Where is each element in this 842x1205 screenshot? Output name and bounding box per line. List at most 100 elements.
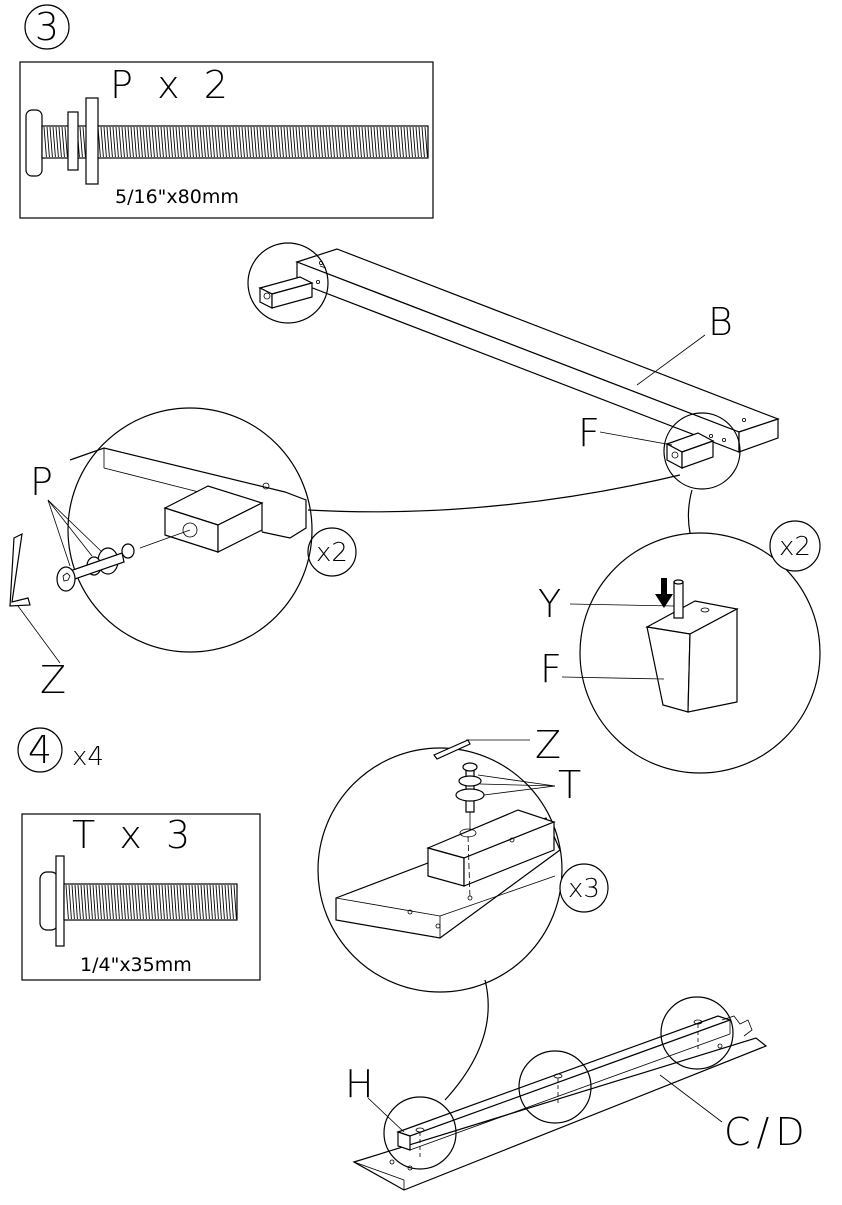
thread-line (226, 126, 230, 158)
thread-line (113, 884, 117, 920)
allen-key-z (9, 532, 61, 664)
thread-line (83, 884, 87, 920)
thread-line (421, 126, 425, 158)
label-t: T (558, 763, 581, 807)
thread-line (367, 126, 371, 158)
thread-line (412, 126, 416, 158)
thread-line (229, 126, 233, 158)
thread-line (214, 126, 218, 158)
thread-line (152, 884, 156, 920)
thread-line (188, 884, 192, 920)
thread-line (328, 126, 332, 158)
thread-line (49, 126, 53, 158)
thread-line (325, 126, 329, 158)
detail-bolt-insert: P Z x2 (9, 407, 681, 702)
thread-line (265, 126, 269, 158)
step-4-number: 4 (28, 728, 52, 772)
thread-line (133, 126, 137, 158)
thread-line (230, 884, 234, 920)
thread-line (112, 126, 116, 158)
thread-line (259, 126, 263, 158)
multiplier-detail-right: x2 (779, 532, 811, 562)
thread-line (301, 126, 305, 158)
thread-line (134, 884, 138, 920)
thread-line (92, 884, 96, 920)
thread-line (170, 884, 174, 920)
thread-line (205, 126, 209, 158)
thread-line (202, 126, 206, 158)
thread-line (116, 884, 120, 920)
thread-line (173, 884, 177, 920)
thread-line (274, 126, 278, 158)
thread-line (283, 126, 287, 158)
thread-line (175, 126, 179, 158)
thread-line (104, 884, 108, 920)
thread-line (89, 884, 93, 920)
thread-line (310, 126, 314, 158)
thread-line (190, 126, 194, 158)
thread-line (121, 126, 125, 158)
thread-line (197, 884, 201, 920)
thread-line (218, 884, 222, 920)
thread-line (160, 126, 164, 158)
thread-line (107, 884, 111, 920)
thread-line (122, 884, 126, 920)
thread-line (203, 884, 207, 920)
thread-line (424, 126, 428, 158)
thread-line (224, 884, 228, 920)
thread-line (346, 126, 350, 158)
label-h: H (345, 1062, 374, 1106)
label-z-step4: Z (535, 723, 561, 767)
part-t-spec: 1/4"x35mm (80, 954, 192, 976)
step-4-multiplier: x4 (72, 742, 104, 772)
thread-line (379, 126, 383, 158)
thread-line (61, 126, 65, 158)
thread-line (46, 126, 50, 158)
thread-line (217, 126, 221, 158)
thread-line (233, 884, 237, 920)
thread-line (215, 884, 219, 920)
thread-line (307, 126, 311, 158)
thread-line (185, 884, 189, 920)
part-t-box: T x 3 1/4"x35mm (21, 813, 261, 981)
thread-line (343, 126, 347, 158)
thread-line (110, 884, 114, 920)
thread-line (158, 884, 162, 920)
thread-line (235, 126, 239, 158)
thread-line (292, 126, 296, 158)
thread-line (199, 126, 203, 158)
thread-line (196, 126, 200, 158)
thread-line (154, 126, 158, 158)
thread-line (125, 884, 129, 920)
thread-line (349, 126, 353, 158)
label-y: Y (538, 582, 561, 626)
thread-line (178, 126, 182, 158)
thread-line (277, 126, 281, 158)
thread-line (142, 126, 146, 158)
thread-line (271, 126, 275, 158)
thread-line (221, 884, 225, 920)
thread-line (364, 126, 368, 158)
thread-line (167, 884, 171, 920)
thread-line (373, 126, 377, 158)
part-p-spec: 5/16"x80mm (115, 186, 239, 208)
thread-line (119, 884, 123, 920)
step-4-badge: 4 x4 (17, 727, 104, 773)
thread-line (206, 884, 210, 920)
thread-line (355, 126, 359, 158)
thread-line (74, 884, 78, 920)
thread-line (194, 884, 198, 920)
thread-line (95, 884, 99, 920)
thread-line (352, 126, 356, 158)
multiplier-detail-step4: x3 (568, 874, 600, 904)
step-3-number: 3 (35, 5, 59, 49)
thread-line (109, 126, 113, 158)
thread-line (211, 126, 215, 158)
thread-line (131, 884, 135, 920)
thread-line (128, 884, 132, 920)
thread-line (382, 126, 386, 158)
thread-line (316, 126, 320, 158)
thread-line (200, 884, 204, 920)
bolt-t-thread (65, 884, 237, 920)
